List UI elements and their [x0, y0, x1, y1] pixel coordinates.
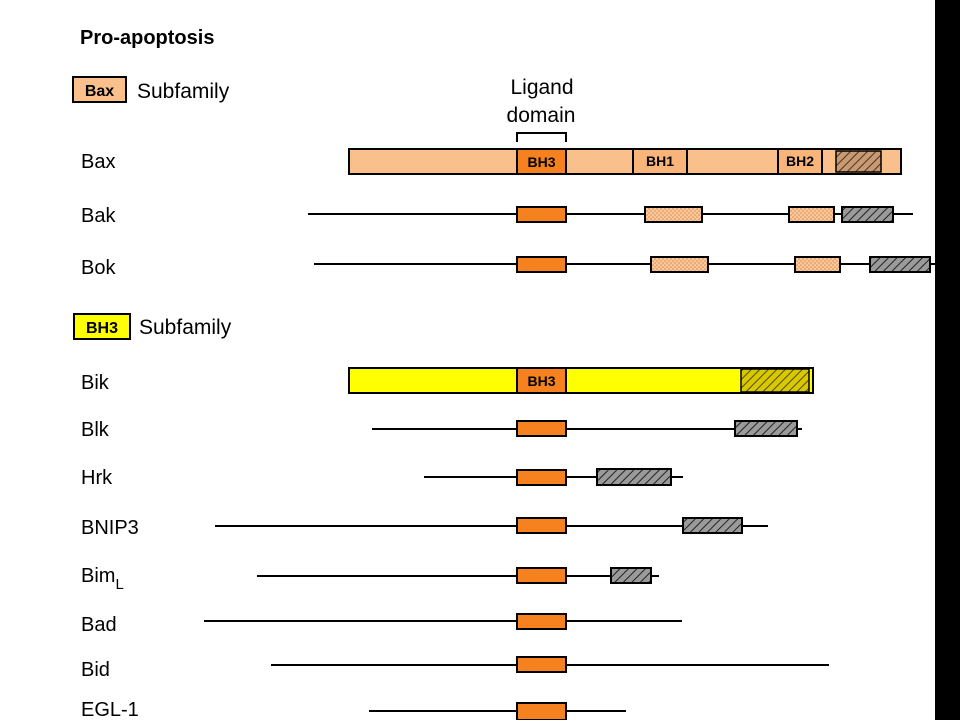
bax-tm-domain: [835, 150, 882, 173]
protein-row-egl1: EGL-1: [81, 699, 626, 720]
protein-label-blk: Blk: [81, 419, 110, 441]
protein-label-bax: Bax: [81, 151, 115, 173]
bax-bh1-domain: [632, 148, 688, 175]
bik-tm-domain: [740, 368, 810, 393]
bh3-subfamily-badge-text: BH3: [86, 320, 118, 337]
bad-bh3-domain: [516, 613, 567, 630]
bok-bh3-domain: [516, 256, 567, 273]
hrk-bh3-domain: [516, 469, 567, 486]
protein-label-bid: Bid: [81, 659, 110, 681]
bax-bh2-domain: [777, 148, 823, 175]
bax-bh3-label: BH3: [527, 154, 555, 170]
hrk-tm-domain: [596, 468, 672, 486]
protein-label-egl1: EGL-1: [81, 699, 139, 720]
biml-bh3-domain: [516, 567, 567, 584]
bak-bh1-domain: [644, 206, 703, 223]
protein-label-bad: Bad: [81, 614, 117, 636]
protein-label-biml-subscript: L: [115, 576, 123, 593]
blk-bh3-domain: [516, 420, 567, 437]
blk-tm-domain: [734, 420, 798, 437]
bh3-subfamily-badge: [73, 313, 131, 340]
protein-row-biml: BimL: [81, 565, 659, 593]
bax-subfamily-badge-text: Bax: [85, 83, 114, 100]
bh3-subfamily-label: Subfamily: [139, 316, 232, 339]
bnip3-bh3-domain: [516, 517, 567, 534]
bh3-subfamily-legend: BH3 Subfamily: [73, 313, 232, 340]
bax-bh2-label: BH2: [786, 153, 814, 169]
protein-label-bak: Bak: [81, 205, 116, 227]
protein-row-bok: Bok: [81, 256, 935, 279]
ligand-domain-bracket: [516, 132, 567, 142]
egl1-bh3-domain: [516, 702, 567, 720]
bax-subfamily-legend: Bax Subfamily: [72, 76, 230, 103]
protein-row-blk: Blk: [81, 419, 802, 441]
protein-label-bik: Bik: [81, 372, 110, 394]
bak-tm-domain: [841, 206, 894, 223]
bik-bh3-label: BH3: [527, 373, 555, 389]
figure-panel: [0, 0, 935, 720]
bik-full-bar: [348, 367, 814, 394]
protein-row-bid: Bid: [81, 656, 829, 681]
bid-bh3-domain: [516, 656, 567, 673]
ligand-domain-label-line2: domain: [507, 104, 576, 127]
protein-row-hrk: Hrk: [81, 467, 683, 489]
bax-subfamily-badge: [72, 76, 127, 103]
bnip3-tm-domain: [682, 517, 743, 534]
bax-subfamily-label: Subfamily: [137, 80, 230, 103]
protein-label-biml: BimL: [81, 565, 124, 593]
bak-bh2-domain: [788, 206, 835, 223]
protein-label-biml-name: Bim: [81, 565, 115, 587]
biml-tm-domain: [610, 567, 652, 584]
ligand-domain-annotation: Ligand domain: [507, 76, 576, 142]
protein-label-bok: Bok: [81, 257, 116, 279]
figure-heading: Pro-apoptosis: [80, 27, 214, 49]
protein-row-bnip3: BNIP3: [81, 517, 768, 539]
bax-bh3-domain: [516, 148, 567, 175]
bik-bh3-domain: [516, 367, 567, 394]
bak-bh3-domain: [516, 206, 567, 223]
bok-bh2-domain: [794, 256, 841, 273]
protein-label-bnip3: BNIP3: [81, 517, 139, 539]
bax-bh1-label: BH1: [646, 153, 674, 169]
protein-row-bik: Bik BH3: [81, 367, 814, 394]
protein-row-bax: Bax BH3 BH1 BH2: [81, 148, 902, 175]
protein-row-bak: Bak: [81, 205, 913, 227]
bok-bh1-domain: [650, 256, 709, 273]
ligand-domain-label-line1: Ligand: [510, 76, 573, 99]
protein-label-hrk: Hrk: [81, 467, 113, 489]
bok-tm-domain: [869, 256, 931, 273]
protein-row-bad: Bad: [81, 613, 682, 636]
